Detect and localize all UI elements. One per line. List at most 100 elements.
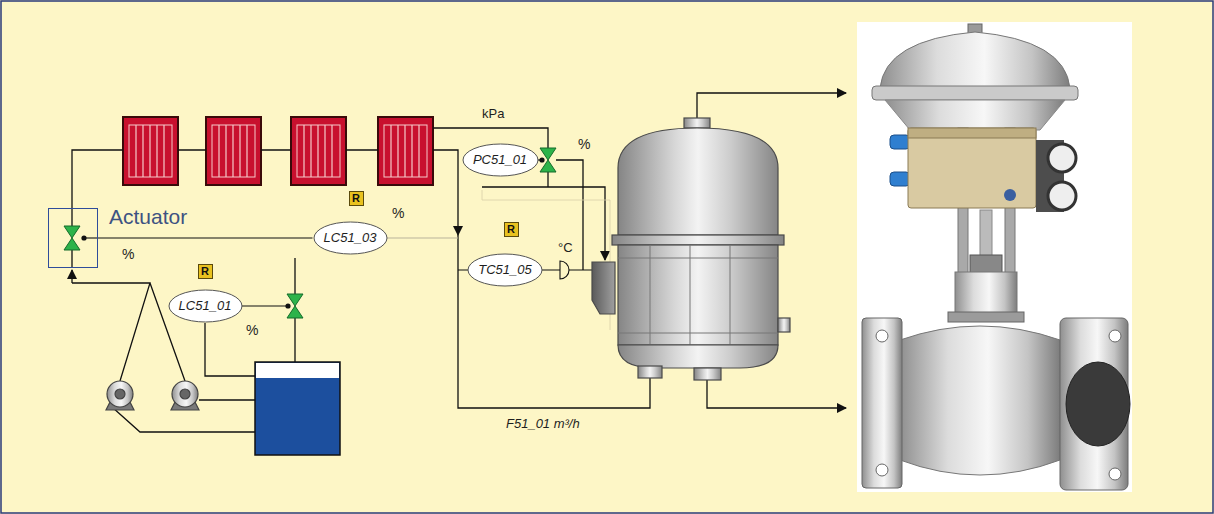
pump-symbol — [107, 381, 133, 407]
process-pipe — [556, 160, 583, 270]
unit-label: % — [122, 246, 134, 262]
valve-photo — [1109, 330, 1121, 342]
process-pipe — [482, 187, 605, 260]
instrument-bubble-outline — [468, 254, 542, 286]
flow-arrow — [453, 226, 463, 236]
pump-symbol — [115, 389, 125, 399]
unit-label: % — [246, 322, 258, 338]
valve-photo — [857, 22, 1132, 492]
valve-photo — [970, 255, 1002, 273]
instrument-tag: PC51_01 — [473, 152, 527, 168]
reactor-vessel — [694, 368, 721, 380]
signal-line — [84, 160, 592, 306]
heater-block — [384, 125, 427, 177]
heater-block — [206, 117, 261, 185]
valve-photo — [1048, 144, 1076, 172]
heater-block — [212, 125, 255, 177]
instrument-bubble-outline — [169, 290, 242, 322]
signal-line — [240, 305, 288, 306]
control-valve-symbol — [540, 148, 556, 172]
reactor-vessel — [638, 366, 662, 378]
signal-dot — [81, 157, 544, 308]
heater-block — [391, 125, 419, 177]
unit-label: F51_01 m³/h — [506, 416, 580, 432]
unit-label: °C — [558, 240, 573, 256]
unit-label: % — [392, 205, 404, 221]
instrument-tag: R — [352, 192, 360, 205]
storage-tank — [256, 363, 339, 378]
reactor-vessel — [592, 118, 790, 380]
valve-photo — [908, 128, 1036, 208]
reactor-vessel — [618, 245, 778, 345]
pump-symbol — [180, 389, 190, 399]
remote-badge: R — [504, 222, 519, 237]
process-pipe — [72, 150, 123, 208]
heater-block — [219, 125, 247, 177]
instrument-tag: TC51_05 — [478, 262, 531, 278]
process-pipe — [71, 270, 72, 283]
signal-line — [387, 238, 458, 239]
storage-tank — [255, 362, 340, 455]
instrument-bubble: LC51_03 — [313, 221, 388, 255]
heater-block — [129, 125, 172, 177]
reactor-vessel — [618, 128, 778, 235]
instrument-tag: LC51_01 — [179, 298, 232, 314]
pump-symbol — [172, 381, 198, 407]
instrument-tag: LC51_03 — [324, 230, 377, 246]
unit-label: % — [578, 136, 590, 152]
valve-photo — [948, 312, 1024, 322]
valve-photo — [955, 272, 1017, 318]
heater-block — [297, 125, 340, 177]
remote-badge: R — [349, 191, 364, 206]
valve-photo — [908, 128, 1036, 138]
heater-block — [378, 117, 433, 185]
valve-photo — [857, 22, 1132, 492]
valve-photo — [876, 464, 888, 476]
valve-photo — [890, 172, 910, 186]
signal-line — [560, 261, 569, 279]
instrument-bubble-outline — [463, 144, 538, 176]
valve-photo — [1066, 362, 1130, 446]
reactor-vessel — [684, 118, 710, 128]
valve-photo — [1109, 468, 1121, 480]
actuator-box: Actuator — [48, 208, 98, 268]
remote-badge: R — [198, 264, 213, 279]
instrument-bubble: LC51_01 — [168, 289, 243, 323]
valve-photo — [900, 326, 1060, 475]
storage-tank — [255, 362, 340, 455]
instrument-bubble: TC51_05 — [467, 253, 543, 287]
reactor-vessel — [618, 245, 778, 345]
heater-block — [304, 125, 332, 177]
pump-symbol — [106, 381, 199, 410]
valve-photo — [980, 210, 992, 260]
control-valve-symbol — [64, 226, 80, 250]
heater-block — [123, 117, 178, 185]
signal-dot — [81, 235, 86, 240]
valve-photo — [890, 135, 910, 149]
process-pipe — [72, 93, 846, 432]
signal-dot — [539, 157, 544, 162]
signal-connector — [98, 237, 313, 238]
process-pipe — [178, 149, 378, 150]
instrument-bubble-outline — [314, 222, 387, 254]
valve-photo — [862, 318, 902, 488]
valve-photo — [1048, 182, 1076, 210]
instrument-tag: R — [507, 223, 515, 236]
actuator-label: Actuator — [109, 205, 187, 229]
valve-photo — [1004, 189, 1016, 201]
process-pipe — [697, 93, 846, 118]
instrument-bubble: PC51_01 — [462, 143, 539, 177]
valve-photo — [885, 100, 1065, 130]
heater-block — [136, 125, 164, 177]
valve-photo — [880, 32, 1070, 88]
reactor-vessel — [778, 318, 790, 332]
valve-photo — [872, 86, 1078, 100]
instrument-tag: R — [201, 265, 209, 278]
reactor-vessel — [592, 262, 615, 314]
process-pipe — [72, 283, 185, 381]
